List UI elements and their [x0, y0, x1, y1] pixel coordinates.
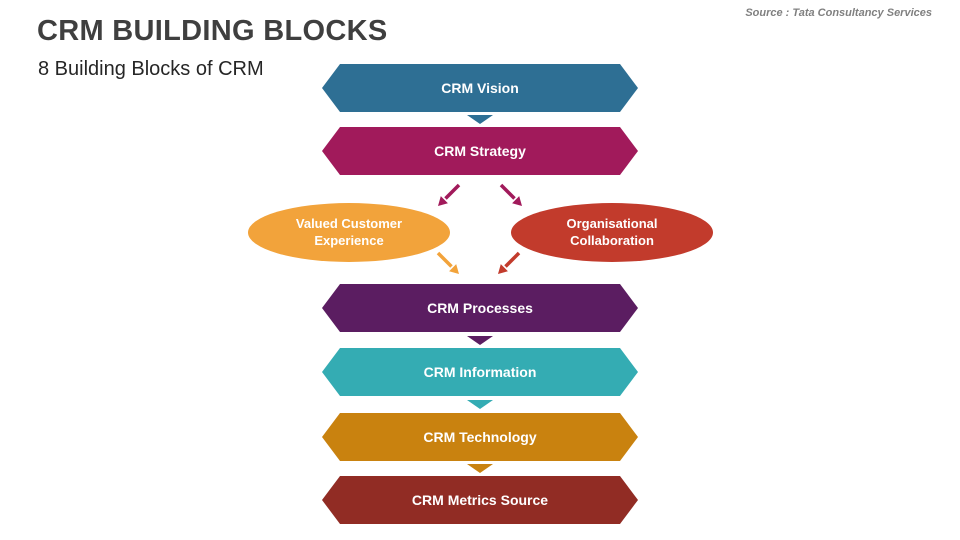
oval-label-line: Valued Customer: [295, 215, 403, 231]
block-crm-vision: CRM Vision: [322, 64, 638, 112]
down-triangle-icon: [467, 464, 493, 473]
block-crm-vision-label: CRM Vision: [441, 80, 519, 96]
down-triangle-icon: [467, 336, 493, 345]
block-crm-metrics-source-label: CRM Metrics Source: [411, 492, 549, 508]
block-crm-information-label: CRM Information: [423, 364, 537, 380]
block-crm-strategy-label: CRM Strategy: [434, 143, 526, 159]
block-crm-strategy: CRM Strategy: [322, 127, 638, 175]
arrow-down-left-icon: [498, 251, 521, 274]
oval-label-line: Organisational: [566, 215, 658, 231]
oval-valued-customer-experience: Valued Customer Experience: [248, 203, 450, 262]
arrow-down-right-icon: [499, 183, 522, 206]
down-triangle-icon: [467, 115, 493, 124]
oval-label-line: Collaboration: [570, 232, 654, 248]
block-crm-processes-label: CRM Processes: [427, 300, 533, 316]
arrow-down-right-icon: [436, 251, 459, 274]
block-crm-processes: CRM Processes: [322, 284, 638, 332]
source-note: Source : Tata Consultancy Services: [745, 7, 932, 19]
block-crm-technology-label: CRM Technology: [423, 429, 537, 445]
down-triangle-icon: [467, 400, 493, 409]
block-crm-information: CRM Information: [322, 348, 638, 396]
block-crm-metrics-source: CRM Metrics Source: [322, 476, 638, 524]
block-crm-technology: CRM Technology: [322, 413, 638, 461]
page-title: CRM BUILDING BLOCKS: [37, 15, 388, 47]
oval-organisational-collaboration: Organisational Collaboration: [511, 203, 713, 262]
oval-label-line: Experience: [314, 232, 384, 248]
arrow-down-left-icon: [438, 183, 461, 206]
page-subtitle: 8 Building Blocks of CRM: [38, 58, 264, 80]
